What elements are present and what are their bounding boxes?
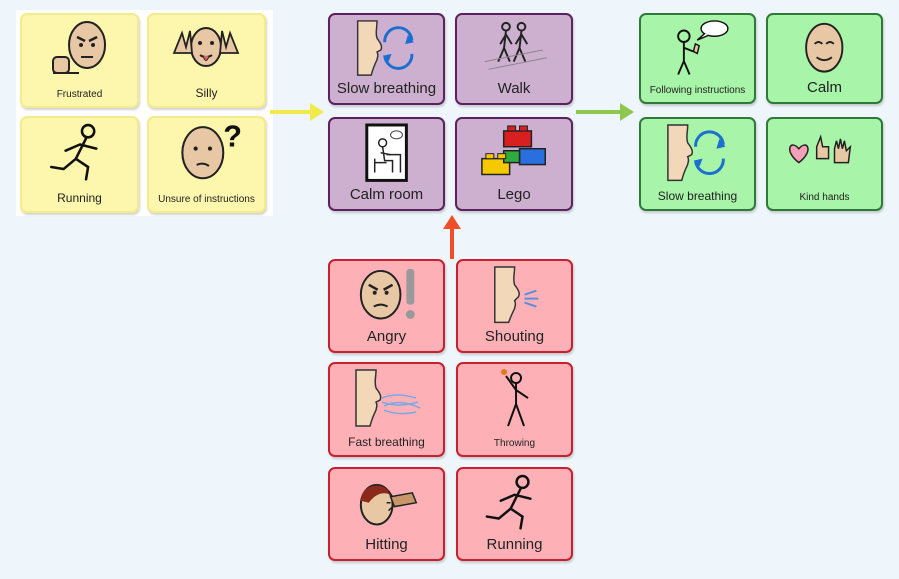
fast-breathing-icon — [330, 368, 443, 428]
calm-face-icon — [768, 19, 881, 76]
running-person-icon — [458, 473, 571, 532]
arrow-right-yellow — [270, 103, 324, 121]
shouting-face-icon — [458, 265, 571, 324]
card-running-feeling[interactable]: Running — [20, 116, 139, 213]
arrow-up-red — [443, 215, 461, 259]
card-slow-breathing[interactable]: Slow breathing — [328, 13, 445, 105]
slow-breathing-icon — [330, 19, 443, 77]
hitting-icon — [330, 473, 443, 532]
card-silly[interactable]: Silly — [147, 13, 266, 108]
card-label: Calm room — [349, 186, 424, 203]
following-instructions-icon — [641, 19, 754, 76]
card-label: Silly — [195, 86, 218, 100]
kind-hands-icon — [768, 123, 881, 182]
card-label: Throwing — [493, 438, 536, 449]
angry-face-icon — [330, 265, 443, 324]
card-kind-hands[interactable]: Kind hands — [766, 117, 883, 211]
frustrated-face-icon — [22, 19, 137, 79]
card-label: Fast breathing — [348, 435, 425, 449]
card-label: Hitting — [365, 536, 408, 553]
card-throwing[interactable]: Throwing — [456, 362, 573, 457]
card-slow-breathing-outcome[interactable]: Slow breathing — [639, 117, 756, 211]
card-unsure-of-instructions[interactable]: ? Unsure of instructions — [147, 116, 266, 213]
card-walk[interactable]: Walk — [455, 13, 573, 105]
calm-room-icon — [330, 123, 443, 182]
card-fast-breathing[interactable]: Fast breathing — [328, 362, 445, 457]
running-person-icon — [22, 122, 137, 183]
arrow-right-green — [576, 103, 634, 121]
card-label: Running — [486, 536, 543, 553]
svg-text:?: ? — [223, 122, 242, 154]
card-calm-room[interactable]: Calm room — [328, 117, 445, 211]
slow-breathing-icon — [641, 123, 754, 182]
lego-bricks-icon — [457, 123, 571, 182]
card-following-instructions[interactable]: Following instructions — [639, 13, 756, 104]
card-label: Calm — [806, 79, 842, 96]
card-label: Slow breathing — [657, 189, 738, 203]
unsure-face-icon: ? — [149, 122, 264, 183]
card-label: Running — [57, 191, 102, 205]
card-calm[interactable]: Calm — [766, 13, 883, 104]
card-label: Walk — [497, 80, 531, 97]
card-label: Unsure of instructions — [158, 194, 255, 205]
card-angry[interactable]: Angry — [328, 259, 445, 353]
throwing-person-icon — [458, 368, 571, 428]
card-label: Angry — [366, 328, 407, 345]
card-label: Slow breathing — [336, 80, 437, 97]
silly-face-icon — [149, 19, 264, 79]
card-label: Lego — [497, 186, 531, 203]
card-label: Frustrated — [56, 89, 103, 100]
card-label: Following instructions — [649, 85, 746, 96]
card-frustrated[interactable]: Frustrated — [20, 13, 139, 108]
card-lego[interactable]: Lego — [455, 117, 573, 211]
card-hitting[interactable]: Hitting — [328, 467, 445, 561]
walking-people-icon — [457, 19, 571, 77]
card-running-behaviour[interactable]: Running — [456, 467, 573, 561]
card-shouting[interactable]: Shouting — [456, 259, 573, 353]
card-label: Shouting — [484, 328, 545, 345]
card-label: Kind hands — [799, 192, 850, 203]
